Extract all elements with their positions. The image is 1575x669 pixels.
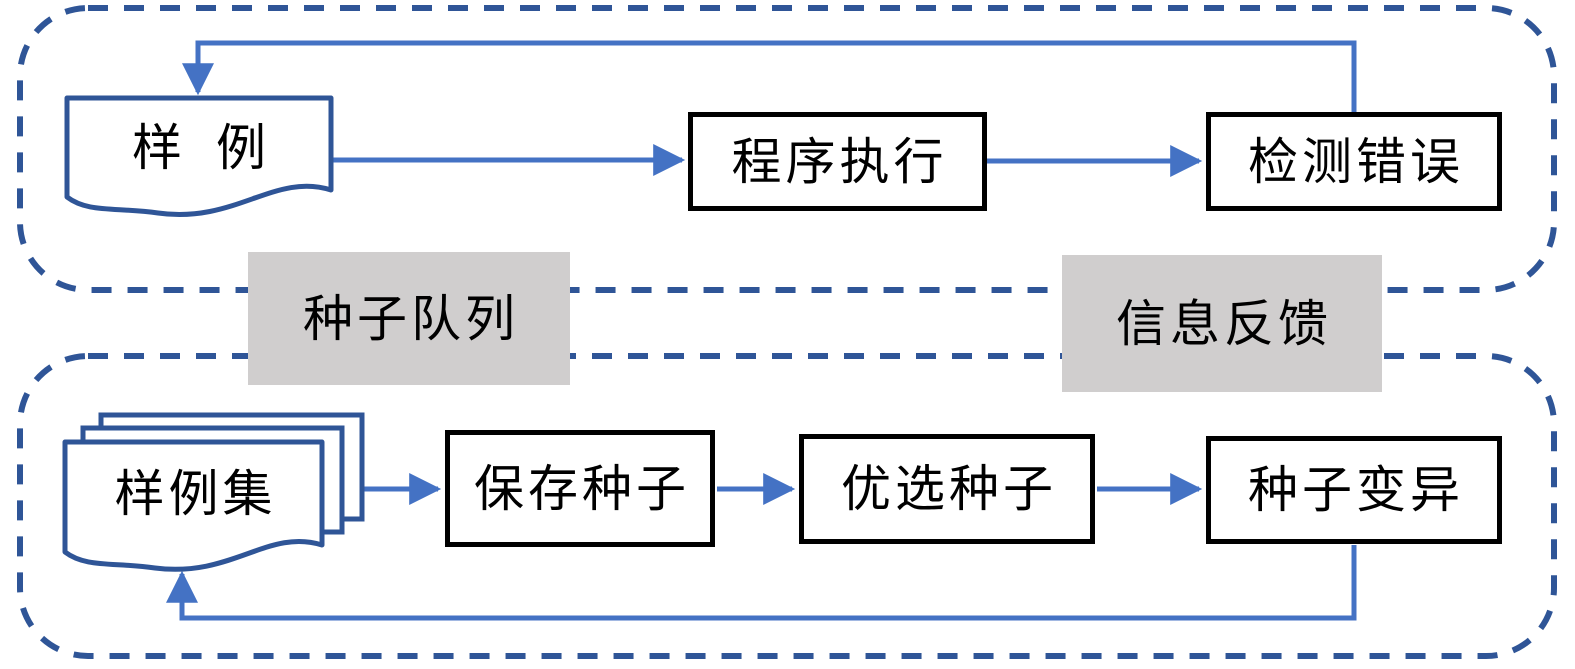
top-loop-boundary: [17, 5, 1557, 293]
bottom-loop-boundary: [17, 353, 1557, 659]
node-detect-errors-label: 检测错误: [1248, 133, 1464, 190]
edge-detect-to-sample: [181, 40, 1357, 112]
edge-mutate-to-sampleset: [165, 545, 1357, 621]
node-program-execution-label: 程序执行: [731, 133, 948, 190]
sample-document-shape: [64, 95, 334, 217]
node-save-seed-label: 保存种子: [474, 460, 690, 517]
node-select-seed-label: 优选种子: [841, 461, 1057, 517]
node-program-execution: 程序执行: [688, 112, 987, 211]
label-seed-queue: 种子队列: [248, 252, 570, 385]
node-mutate-seed: 种子变异: [1206, 436, 1502, 544]
label-info-feedback: 信息反馈: [1062, 255, 1382, 392]
node-save-seed: 保存种子: [445, 430, 715, 547]
label-seed-queue-text: 种子队列: [303, 290, 519, 347]
node-mutate-seed-label: 种子变异: [1248, 462, 1464, 518]
node-detect-errors: 检测错误: [1206, 112, 1502, 211]
node-select-seed: 优选种子: [799, 434, 1095, 544]
label-info-feedback-text: 信息反馈: [1116, 295, 1332, 352]
sample-set-front-document-shape: [62, 439, 325, 572]
